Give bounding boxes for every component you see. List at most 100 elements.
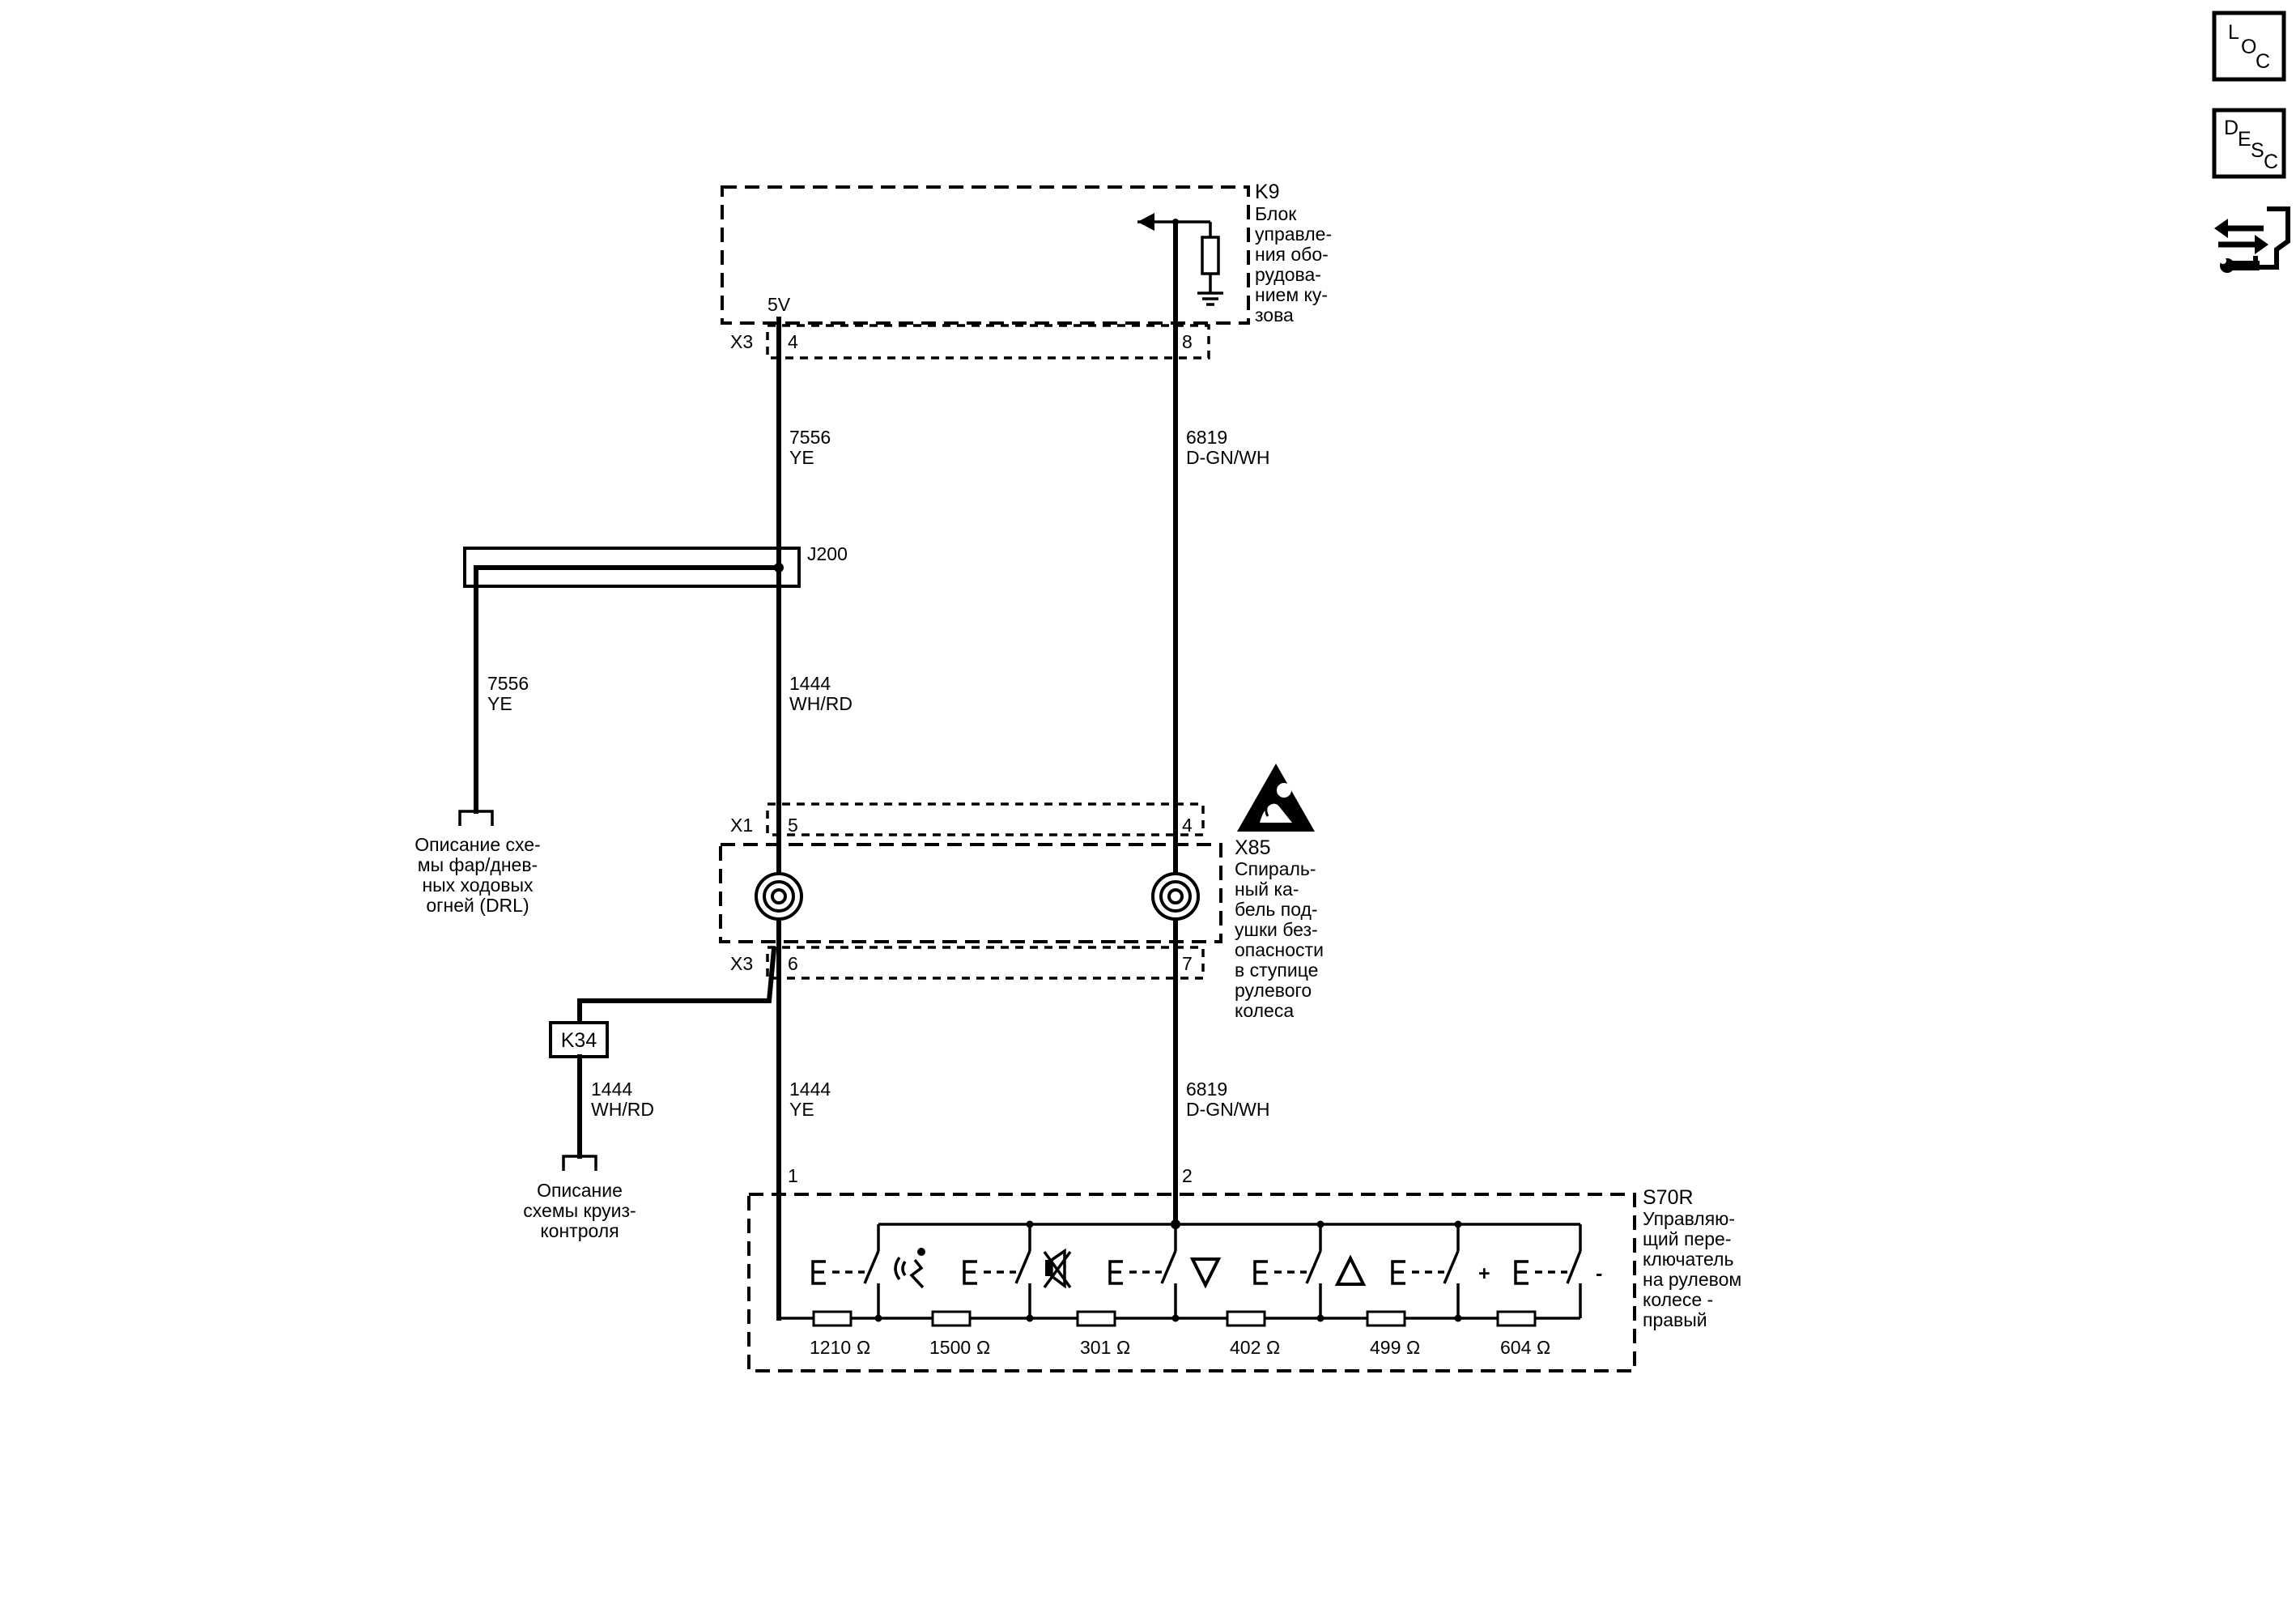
s70r-desc-line-5: колесе - <box>1643 1289 1713 1310</box>
resistor-value-5: 499 <box>1370 1337 1401 1358</box>
x85-desc-line-3: бель под- <box>1235 899 1318 920</box>
wire-1444-mid-circuit: 1444 <box>789 673 831 694</box>
k34-branch: K34 1444 WH/RD Описание схемы круиз- кон… <box>523 946 777 1241</box>
x85-clockspring: X1 5 4 X85 Спираль- ный ка- бель под- уш… <box>719 764 1324 1021</box>
x85-desc-line-5: опасности <box>1235 939 1324 960</box>
wire-7556-color: YE <box>789 447 814 468</box>
wire-k34-branch <box>577 946 777 1024</box>
x85-desc-line-4: ушки без- <box>1235 919 1318 940</box>
wire-7556-drl-color: YE <box>487 693 512 714</box>
s70r-pin-2: 2 <box>1182 1165 1193 1186</box>
s70r-desc-line-4: на рулевом <box>1643 1269 1741 1290</box>
wire-6819-lower-color: D-GN/WH <box>1186 1099 1269 1120</box>
s70r-desc-line-1: Управляю- <box>1643 1208 1735 1229</box>
k9-id: K9 <box>1255 181 1280 203</box>
loc-icon[interactable]: L O C <box>2212 11 2286 82</box>
wire-1444-k34-color: WH/RD <box>591 1099 654 1120</box>
j200-id: J200 <box>807 543 848 564</box>
desc-letter-e: E <box>2238 128 2251 151</box>
drl-ref-line-1: Описание схе- <box>415 834 540 855</box>
desc-letter-c: C <box>2264 151 2278 173</box>
wire-6819-upper-circuit: 6819 <box>1186 427 1227 448</box>
x85-x3-name: X3 <box>730 953 753 974</box>
x85-x1-pin-4: 4 <box>1182 815 1193 836</box>
k9-desc-line-3: ния обо- <box>1255 244 1329 265</box>
cruise-ref-line-2: схемы круиз- <box>523 1200 636 1221</box>
airbag-warning-icon <box>1237 764 1315 832</box>
x85-desc-line-6: в ступице <box>1235 960 1318 981</box>
down-arrow-icon <box>1189 1257 1222 1289</box>
mute-icon <box>1043 1248 1072 1289</box>
k9-x3-pin-8: 8 <box>1182 331 1193 352</box>
drl-ref-line-4: огней (DRL) <box>426 895 529 916</box>
plus-icon: + <box>1478 1262 1490 1285</box>
ohm-symbol-4: Ω <box>1266 1337 1280 1358</box>
x85-desc-line-8: колеса <box>1235 1000 1294 1021</box>
s70r-switch: S70R Управляю- щий пере- ключатель на ру… <box>747 1186 1741 1372</box>
k9-module: K9 Блок управле- ния обо- рудова- нием к… <box>721 181 1332 326</box>
resistor-value-3: 301 <box>1080 1337 1111 1358</box>
x85-x1-pin-5: 5 <box>788 815 798 836</box>
s70r-desc-line-3: ключатель <box>1643 1249 1733 1270</box>
desc-icon[interactable]: D E S C <box>2212 108 2286 179</box>
resistor-value-6: 604 <box>1500 1337 1532 1358</box>
loc-letter-c: C <box>2256 50 2270 73</box>
x85-desc-line-7: рулевого <box>1235 980 1312 1001</box>
s70r-pin-1: 1 <box>788 1165 798 1186</box>
k9-desc-line-6: зова <box>1255 304 1294 326</box>
desc-letter-d: D <box>2224 117 2239 139</box>
clockspring-coil-left-icon <box>755 872 803 921</box>
loc-letter-o: O <box>2241 36 2256 58</box>
cruise-ref-line-1: Описание <box>537 1180 623 1201</box>
wire-1444-lower-color: YE <box>789 1099 814 1120</box>
x85-desc-line-2: ный ка- <box>1235 879 1299 900</box>
x85-id: X85 <box>1235 836 1270 859</box>
resistor-value-1: 1210 <box>810 1337 851 1358</box>
ohm-symbol-3: Ω <box>1116 1337 1130 1358</box>
x85-x3-connector <box>766 946 1205 980</box>
wire-1444-lower-circuit: 1444 <box>789 1079 831 1100</box>
wire-1444-mid-color: WH/RD <box>789 693 852 714</box>
desc-letter-s: S <box>2251 139 2264 162</box>
x85-module-outline <box>719 843 1222 943</box>
drl-ref-line-3: ных ходовых <box>422 874 534 896</box>
x85-x3-pin-7: 7 <box>1182 953 1193 974</box>
x85-x3-pin-6: 6 <box>788 953 798 974</box>
k9-x3-name: X3 <box>730 331 753 352</box>
k9-desc-line-5: нием ку- <box>1255 284 1328 305</box>
minus-icon: - <box>1596 1262 1602 1285</box>
drl-ref-line-2: мы фар/днев- <box>418 854 538 875</box>
ohm-symbol-6: Ω <box>1537 1337 1550 1358</box>
k9-x3-pin-4: 4 <box>788 331 798 352</box>
k9-desc-line-1: Блок <box>1255 203 1297 224</box>
k34-id: K34 <box>561 1029 597 1052</box>
wire-6819-upper-color: D-GN/WH <box>1186 447 1269 468</box>
switch-contacts <box>811 1220 1582 1322</box>
s70r-desc-line-2: щий пере- <box>1643 1228 1732 1249</box>
loc-letter-l: L <box>2228 21 2239 44</box>
ohm-symbol-1: Ω <box>857 1337 870 1358</box>
connector-repair-icon[interactable] <box>2214 206 2290 273</box>
resistor-value-4: 402 <box>1230 1337 1261 1358</box>
ohm-symbol-2: Ω <box>976 1337 990 1358</box>
k9-desc-line-2: управле- <box>1255 223 1332 245</box>
wire-6819-lower-circuit: 6819 <box>1186 1079 1227 1100</box>
clockspring-coil-right-icon <box>1151 872 1200 921</box>
k9-module-outline <box>721 185 1250 325</box>
s70r-id: S70R <box>1643 1186 1694 1209</box>
wire-1444-k34-circuit: 1444 <box>591 1079 632 1100</box>
voice-recognition-icon <box>894 1248 925 1289</box>
resistor-value-2: 1500 <box>929 1337 971 1358</box>
s70r-desc-line-6: правый <box>1643 1309 1707 1330</box>
ohm-symbol-5: Ω <box>1406 1337 1420 1358</box>
k9-internal-pullup <box>1137 213 1223 306</box>
resistor-ladder <box>812 1310 1537 1327</box>
wire-7556-circuit: 7556 <box>789 427 831 448</box>
j200-splice: J200 <box>463 543 848 814</box>
wire-7556-drl-circuit: 7556 <box>487 673 529 694</box>
k9-pullup-resistor <box>1201 236 1220 275</box>
k9-voltage-label: 5V <box>767 294 791 315</box>
cruise-ref-line-3: контроля <box>540 1220 619 1241</box>
x85-x1-name: X1 <box>730 815 753 836</box>
s70r-outline <box>747 1193 1636 1372</box>
